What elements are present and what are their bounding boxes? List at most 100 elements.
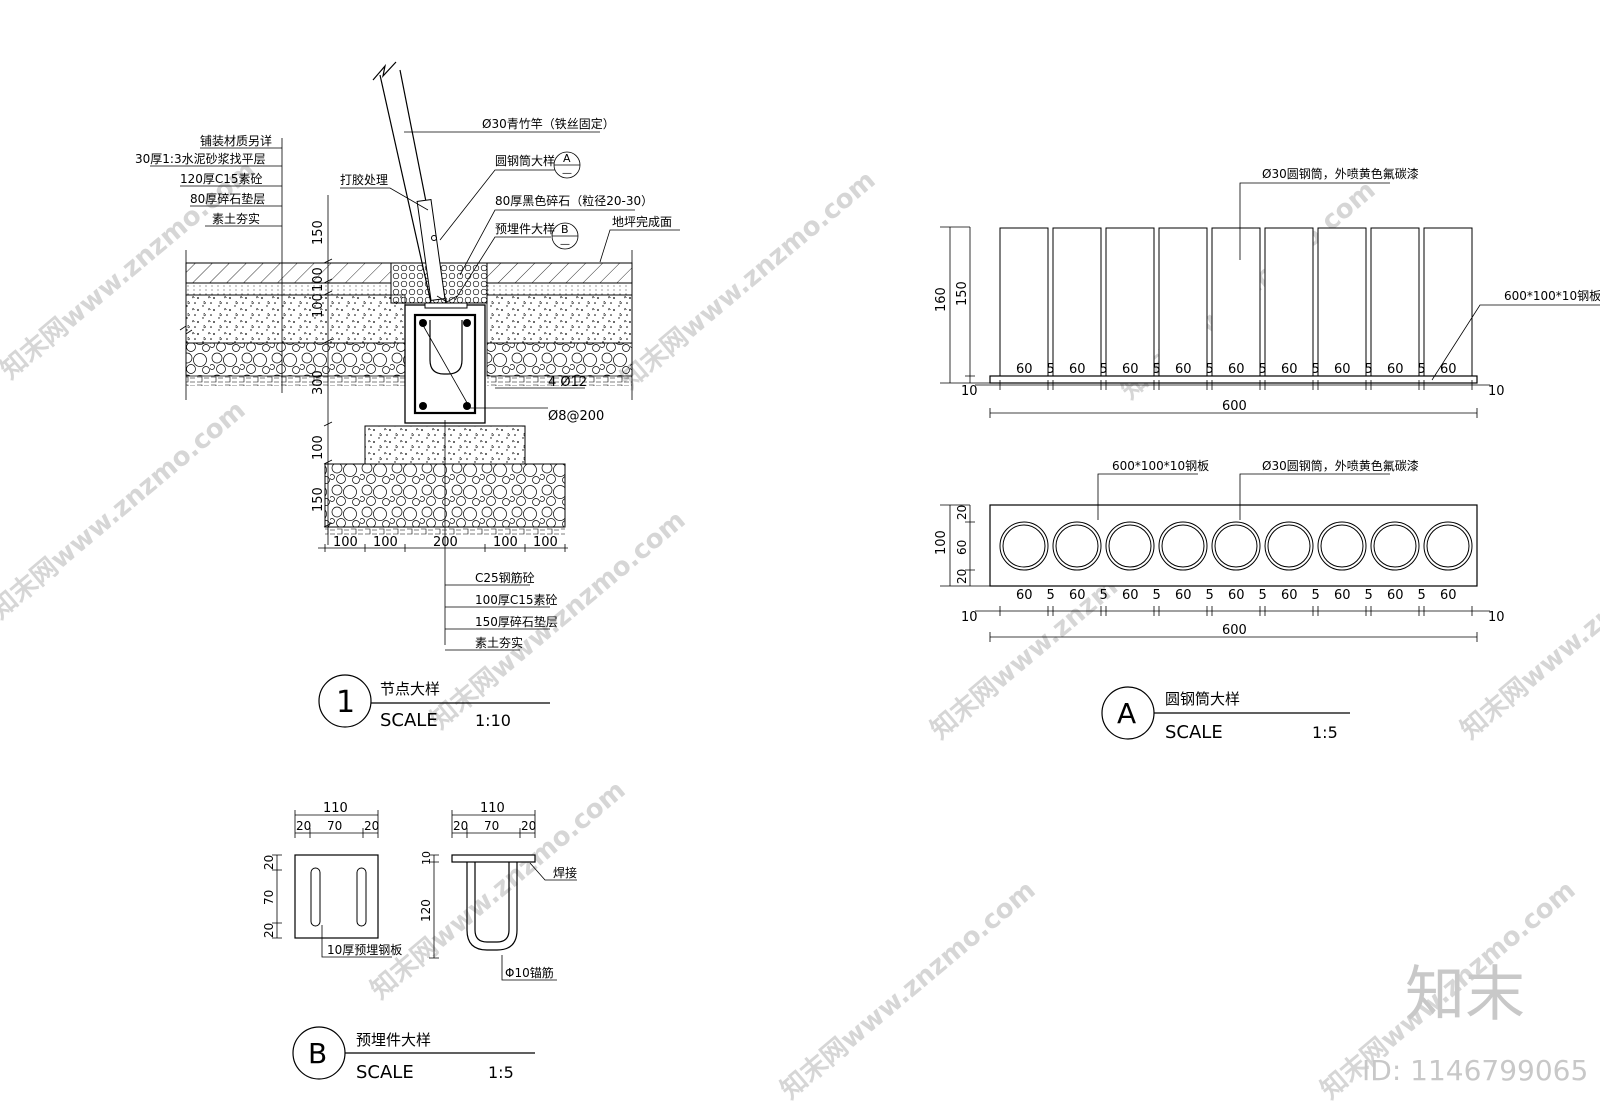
tube-plan — [1211, 521, 1261, 571]
left-vdim-20-bottom: 20 — [262, 923, 276, 938]
dim-label: 5 — [1259, 588, 1267, 603]
dim-label: 5 — [1100, 362, 1108, 377]
tube-elevation — [999, 227, 1049, 377]
embed-plate — [424, 302, 468, 309]
mortar-layer-left — [185, 282, 392, 296]
elev-edge-right: 10 — [1488, 384, 1505, 399]
bottom-label-c25: C25钢筋砼 — [475, 570, 535, 585]
u-rebar-side-inner — [474, 862, 510, 943]
tube-plan — [1423, 521, 1473, 571]
elevation-tubes — [999, 227, 1473, 377]
plan-vdim-20-top: 20 — [955, 505, 969, 520]
rebar-dot — [463, 402, 471, 410]
dim-label: 60 — [1387, 362, 1404, 377]
dim-label: 60 — [1281, 588, 1298, 603]
right-top-dim-70: 70 — [484, 819, 499, 833]
dim-label: 60 — [1122, 362, 1139, 377]
rebar-dot — [419, 402, 427, 410]
dim-label: 60 — [1281, 362, 1298, 377]
dim-label: 5 — [1153, 588, 1161, 603]
tube-elevation — [1158, 227, 1208, 377]
tube-plan — [1317, 521, 1367, 571]
tube-plan — [1370, 521, 1420, 571]
right-vdim-10: 10 — [420, 851, 433, 865]
corner-watermark: 知末 ID: 1146799065 — [1362, 960, 1588, 1087]
dim-label: 5 — [1206, 362, 1214, 377]
layer-label-concrete: 120厚C15素砼 — [180, 172, 263, 186]
title-letter: A — [1117, 697, 1136, 730]
elevation-tube-label: Ø30圆钢筒，外喷黄色氟碳漆 — [1262, 166, 1419, 181]
concrete-layer-left — [185, 294, 406, 344]
tube-elevation — [1423, 227, 1473, 377]
ref-a-letter: A — [563, 152, 571, 165]
dim-label: 5 — [1047, 588, 1055, 603]
rebar-dot — [419, 319, 427, 327]
right-top-total: 110 — [480, 801, 505, 816]
left-vdim-70: 70 — [262, 890, 276, 905]
vdim-300: 300 — [311, 370, 326, 395]
paving-layer-left — [185, 262, 392, 284]
pole-break — [372, 61, 397, 81]
hdim-100-c: 100 — [493, 535, 518, 550]
hdim-100-a: 100 — [333, 535, 358, 550]
tube-elevation — [1211, 227, 1261, 377]
tube-plan — [999, 521, 1049, 571]
title-bubble-1 — [318, 674, 372, 728]
dim-label: 5 — [1047, 362, 1055, 377]
plan-vdim-20-bottom: 20 — [955, 569, 969, 584]
title-letter: B — [308, 1037, 327, 1070]
gravel-layer-left — [185, 342, 406, 377]
elev-edge-left: 10 — [961, 384, 978, 399]
vertical-dimensions: 150 100 100 300 100 150 — [311, 195, 333, 545]
plan-vdim-100: 100 — [934, 530, 949, 555]
rebar-dot — [463, 319, 471, 327]
layer-label-mortar: 30厚1:3水泥砂浆找平层 — [135, 151, 266, 166]
dim-label: 5 — [1259, 362, 1267, 377]
dim-label: 60 — [1387, 588, 1404, 603]
right-vdim-120: 120 — [419, 899, 433, 922]
layer-label-gravel: 80厚碎石垫层 — [190, 191, 265, 206]
top-dim-70: 70 — [327, 819, 342, 833]
tube-elevation — [1105, 227, 1155, 377]
top-total: 110 — [323, 801, 348, 816]
embed-ref-label: 预埋件大样 — [495, 221, 555, 236]
vdim-150-top: 150 — [311, 220, 326, 245]
dim-label: 60 — [1069, 588, 1086, 603]
hdim-100-b: 100 — [373, 535, 398, 550]
concrete-layer-right — [486, 294, 633, 344]
dim-label: 60 — [1228, 362, 1245, 377]
rebar-main-label: 4 Ø12 — [548, 375, 587, 390]
weld-label: 焊接 — [553, 865, 577, 880]
dim-label: 60 — [1016, 588, 1033, 603]
dim-label: 60 — [1175, 362, 1192, 377]
wire-point — [431, 235, 437, 241]
title-text: 节点大样 — [380, 680, 440, 698]
dim-label: 60 — [1440, 588, 1457, 603]
ground-label: 地坪完成面 — [612, 214, 672, 229]
scale-label: SCALE — [380, 710, 438, 731]
right-top-dim-20-left: 20 — [453, 819, 468, 833]
dim-label: 60 — [1122, 588, 1139, 603]
dim-label: 5 — [1206, 588, 1214, 603]
top-dim-20-left: 20 — [296, 819, 311, 833]
hdim-200: 200 — [433, 535, 458, 550]
tube-plan — [1158, 521, 1208, 571]
plate-label: 10厚预埋钢板 — [327, 943, 402, 957]
dim-label: 60 — [1228, 588, 1245, 603]
dim-label: 60 — [1175, 588, 1192, 603]
pole-label: Ø30青竹竿（铁丝固定） — [482, 116, 615, 131]
top-dim-20-right: 20 — [364, 819, 379, 833]
dim-label: 60 — [1334, 362, 1351, 377]
embed-plate-side — [451, 854, 536, 863]
scale-label: SCALE — [356, 1062, 414, 1083]
detail-a-title: A 圆钢筒大样 SCALE 1:5 — [1101, 686, 1350, 743]
watermark-tile: 知末网www.znzmo.com — [425, 505, 691, 735]
dim-label: 5 — [1312, 588, 1320, 603]
layer-label-paving: 铺装材质另详 — [200, 133, 272, 148]
left-vdim-20-top: 20 — [262, 855, 276, 870]
tube-elevation — [1264, 227, 1314, 377]
dim-label: 5 — [1418, 588, 1426, 603]
